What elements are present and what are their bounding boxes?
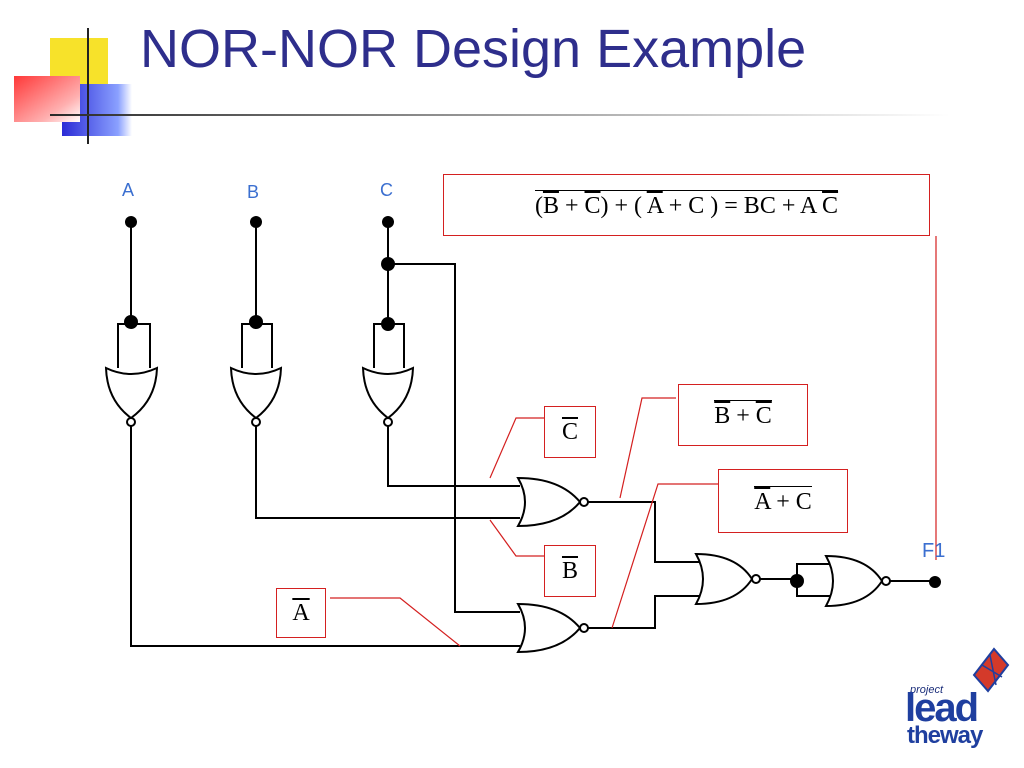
dot-c-gate: [381, 317, 395, 331]
wire-c-bar: [387, 426, 520, 487]
wire-lower-out: [588, 595, 700, 629]
logo-mark-icon: [972, 647, 1010, 693]
eq-a-bar: A: [646, 193, 663, 219]
leader-a-plus-c: [611, 483, 718, 629]
nor-gate-a-inverter: [104, 323, 159, 427]
nor-gate-c-inverter: [361, 323, 415, 427]
callout-b-plus-c: B + C: [678, 384, 808, 446]
equation-text: (B + C) + ( A + C ) = BC + A C: [534, 190, 839, 220]
dot-b-gate: [249, 315, 263, 329]
nor-gate-output-inverter: [796, 554, 891, 608]
wire-upper-out: [588, 501, 700, 563]
leader-c-bar: [489, 417, 544, 479]
logo-project: project: [910, 684, 944, 696]
callout-a-plus-c: A + C: [718, 469, 848, 533]
nor-gate-final: [694, 552, 761, 606]
equation-box: (B + C) + ( A + C ) = BC + A C: [443, 174, 930, 236]
page-title: NOR-NOR Design Example: [140, 19, 807, 79]
signal-label-c: C: [380, 180, 393, 200]
eq-c-bar: C: [584, 193, 601, 219]
project-lead-the-way-logo: [902, 645, 1010, 755]
dot-c-input: [382, 216, 394, 228]
signal-label-f1: F1: [922, 540, 946, 562]
dot-f1: [929, 576, 941, 588]
logo-lead: lead: [905, 686, 979, 730]
dot-c-branch: [381, 257, 395, 271]
nor-gate-b-inverter: [229, 323, 283, 427]
leader-b-bar: [489, 519, 544, 557]
wire-a-bar: [130, 426, 520, 647]
eq-c2-bar: C: [822, 193, 839, 219]
dot-b-input: [250, 216, 262, 228]
dot-output-tie: [790, 574, 804, 588]
deco-vertical-line: [87, 28, 89, 144]
signal-label-a: A: [122, 180, 135, 200]
callout-a-bar: A: [276, 588, 326, 638]
nor-gate-lower: [516, 602, 589, 654]
nor-gate-upper: [516, 476, 589, 528]
eq-b-bar: B: [542, 193, 559, 219]
callout-c-bar: C: [544, 406, 596, 458]
title-rule: [50, 114, 950, 116]
dot-a-gate: [124, 315, 138, 329]
dot-a-input: [125, 216, 137, 228]
wire-b-bar: [255, 426, 520, 519]
logo-the-way: theway: [907, 722, 983, 749]
signal-label-b: B: [247, 182, 260, 202]
leader-b-plus-c: [619, 397, 676, 499]
callout-b-bar: B: [544, 545, 596, 597]
wire-c-branch: [388, 263, 520, 613]
leader-a-bar: [330, 597, 461, 647]
